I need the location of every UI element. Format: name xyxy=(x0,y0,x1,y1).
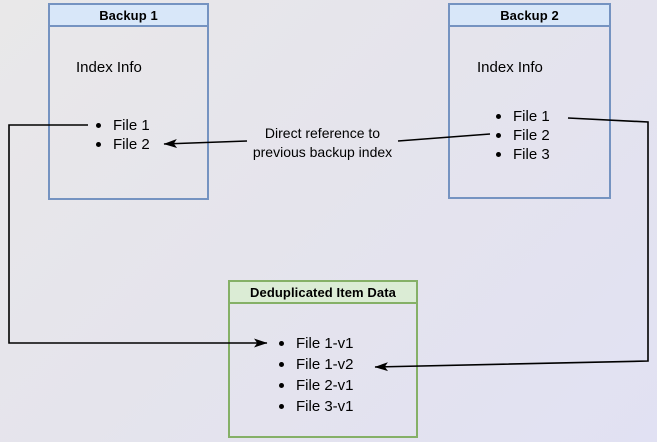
dedup-file-item: File 1-v1 xyxy=(277,333,354,354)
backup1-file-item: File 1 xyxy=(94,116,150,135)
backup1-index-info-label: Index Info xyxy=(76,59,142,76)
backup2-title: Backup 2 xyxy=(500,7,559,23)
dedup-file-item: File 1-v2 xyxy=(277,354,354,375)
backup1-title: Backup 1 xyxy=(99,7,158,23)
backup2-file-item: File 2 xyxy=(494,126,550,145)
annotation-line1: Direct reference to xyxy=(264,125,381,141)
dedup-file-item: File 3-v1 xyxy=(277,396,354,417)
backup1-header: Backup 1 xyxy=(50,5,207,27)
backup1-file-item: File 2 xyxy=(94,135,150,154)
backup2-file-item: File 1 xyxy=(494,107,550,126)
dedup-header: Deduplicated Item Data xyxy=(230,282,416,304)
dedup-file-item: File 2-v1 xyxy=(277,375,354,396)
backup2-file-item: File 3 xyxy=(494,145,550,164)
annotation-line2: previous backup index xyxy=(252,144,393,160)
backup2-index-info-label: Index Info xyxy=(477,59,543,76)
backup2-header: Backup 2 xyxy=(450,5,609,27)
dedup-title: Deduplicated Item Data xyxy=(250,284,396,300)
direct-reference-annotation: Direct reference to previous backup inde… xyxy=(235,124,410,162)
